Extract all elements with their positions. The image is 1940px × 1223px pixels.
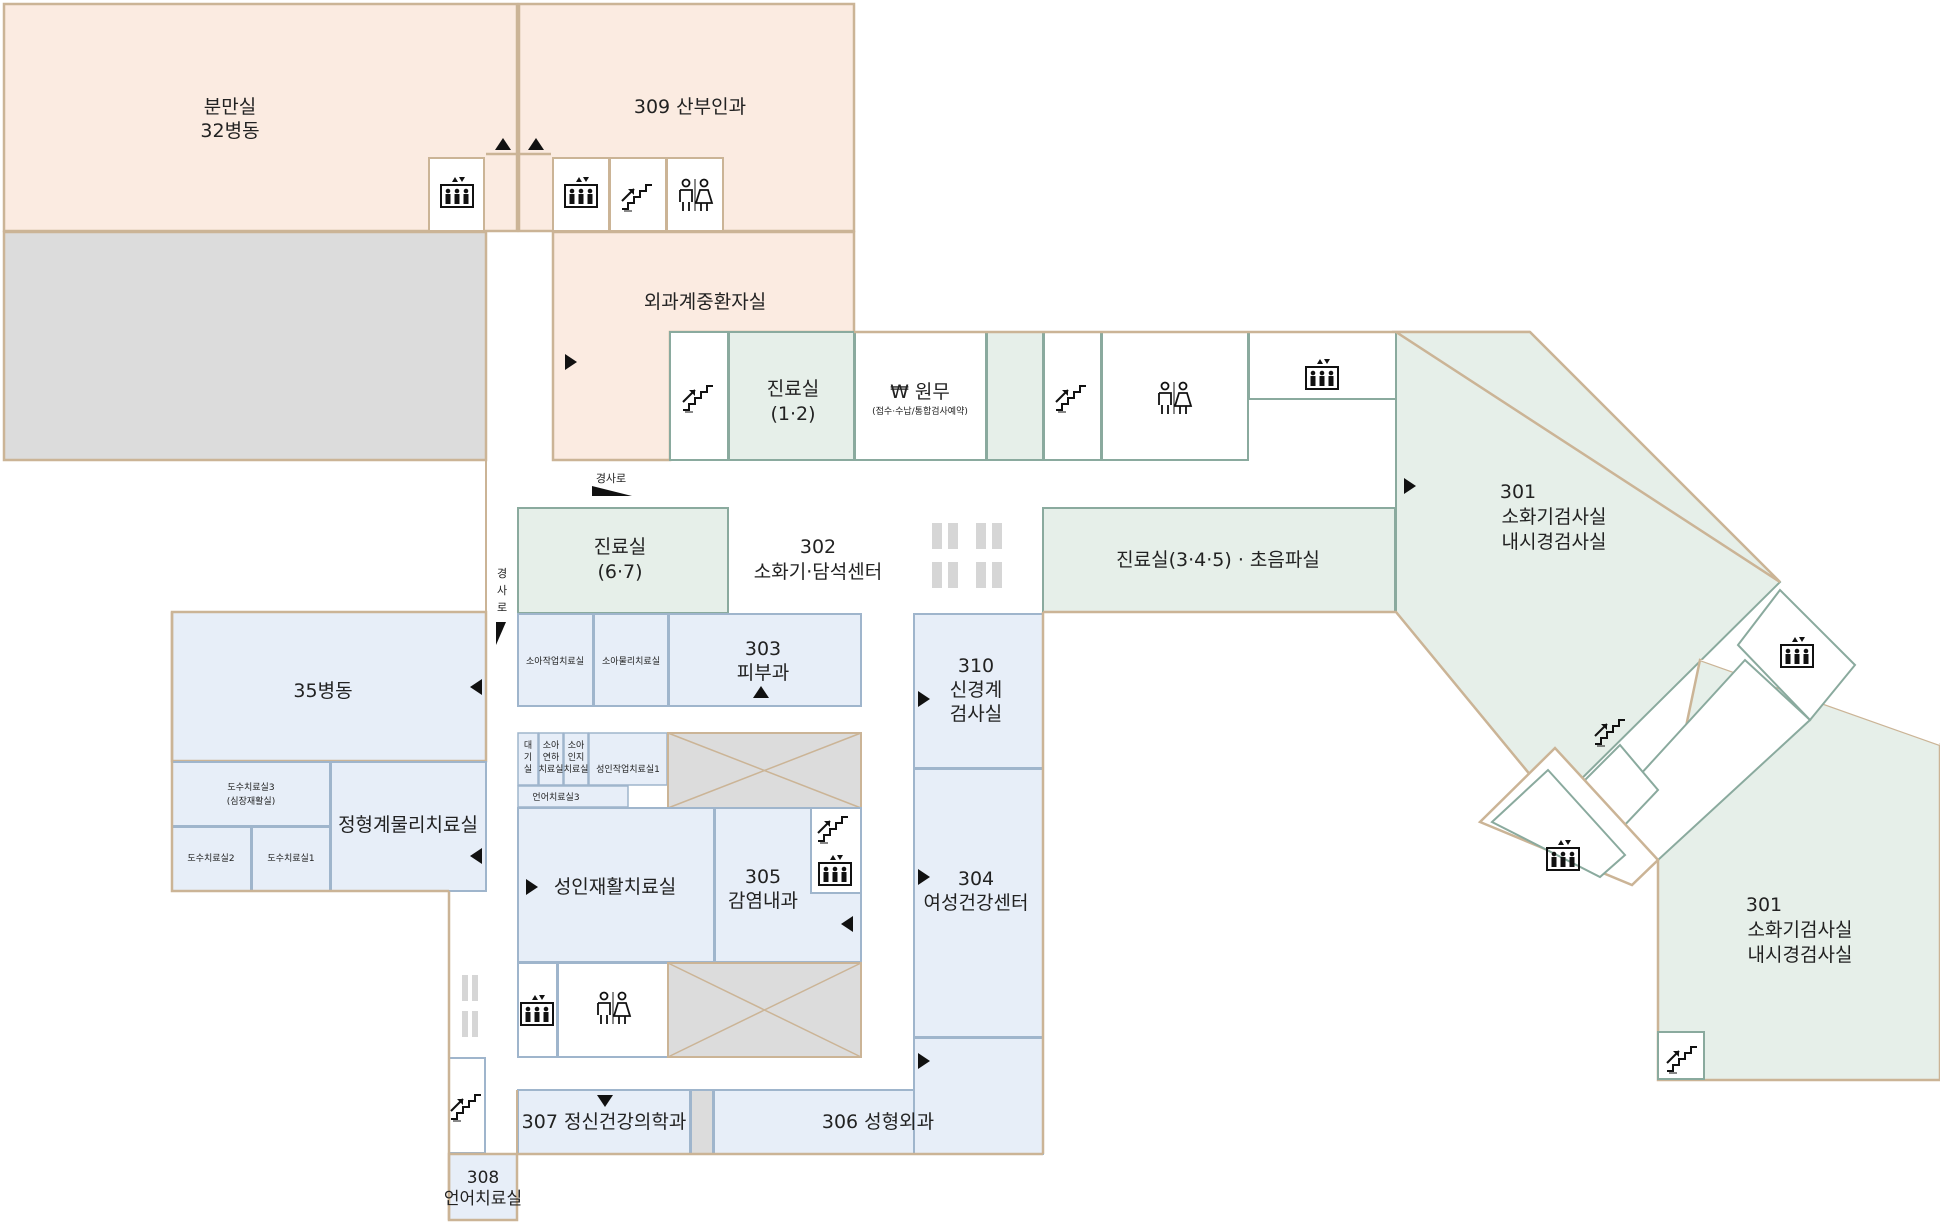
- women-num: 304: [958, 868, 994, 890]
- speech-308-label: 언어치료실: [444, 1189, 522, 1209]
- ramp-v-1: 경: [497, 567, 507, 580]
- neuro-num: 310: [958, 655, 994, 677]
- endo2-label: 소화기검사실: [1748, 919, 1853, 941]
- neuro-label: 신경계: [950, 679, 1002, 701]
- endo2-label2: 내시경검사실: [1748, 944, 1853, 966]
- waiting-1: 대: [524, 740, 532, 751]
- clinic-345-label: 진료실(3·4·5) · 초음파실: [1116, 549, 1320, 571]
- hydro2-label: 도수치료실2: [187, 852, 234, 864]
- women-label: 여성건강센터: [924, 892, 1029, 914]
- speech-peds-1: 소아: [543, 740, 560, 751]
- obgyn-label: 309 산부인과: [634, 96, 746, 118]
- speech-308-num: 308: [467, 1168, 499, 1188]
- speech3-label: 언어치료실3: [532, 791, 579, 803]
- adult-rehab-label: 성인재활치료실: [554, 876, 676, 898]
- orange-zone: [2, 2, 856, 462]
- ortho-pt-label: 정형계물리치료실: [338, 814, 478, 836]
- hydro3-sub: (심장재활실): [227, 795, 275, 807]
- endo1-num: 301: [1500, 481, 1536, 503]
- ramp-v-3: 로: [497, 601, 507, 614]
- clinic-12-label: 진료실: [767, 378, 819, 400]
- ramp-v-2: 사: [497, 584, 507, 597]
- endo1-label2: 내시경검사실: [1502, 531, 1607, 553]
- admin-sub: (접수·수납/통합검사예약): [872, 405, 968, 417]
- clinic-12-sub: (1·2): [770, 403, 815, 425]
- ramp-label: 경사로: [596, 472, 626, 485]
- crosswalk-icon: [462, 523, 1002, 1037]
- admin-label: ₩ 원무: [890, 381, 950, 403]
- waiting-3: 실: [524, 764, 532, 775]
- infect-label: 감염내과: [728, 890, 798, 912]
- gray-block: [2, 230, 488, 462]
- green-right-wing: [1042, 330, 1940, 1082]
- ward-32-label: 32병동: [200, 120, 259, 142]
- digestive-label: 소화기·담석센터: [754, 561, 882, 583]
- speech-peds-2: 연하: [543, 752, 560, 763]
- peds-pt-label: 소아물리치료실: [602, 655, 660, 667]
- digestive-num: 302: [800, 536, 836, 558]
- peds-ot-label: 소아작업치료실: [526, 655, 584, 667]
- hydro3-label: 도수치료실3: [227, 781, 274, 793]
- endo2-num: 301: [1746, 894, 1782, 916]
- infect-num: 305: [745, 866, 781, 888]
- clinic-67-room: [517, 507, 729, 614]
- neuro-label2: 검사실: [950, 703, 1002, 725]
- delivery-room-label: 분만실: [204, 96, 256, 118]
- hydro1-label: 도수치료실1: [267, 852, 314, 864]
- cog-peds-1: 소아: [568, 740, 585, 751]
- ward-35-label: 35병동: [293, 680, 352, 702]
- green-strip: [669, 330, 1530, 461]
- surgery-icu-label: 외과계중환자실: [644, 291, 766, 313]
- psych-label: 307 정신건강의학과: [522, 1111, 687, 1133]
- cog-peds-3: 치료실: [564, 763, 589, 775]
- clinic-67-sub: (6·7): [597, 561, 642, 583]
- speech-peds-3: 치료실: [539, 763, 564, 775]
- waiting-2: 기: [524, 752, 532, 763]
- clinic-67-label: 진료실: [594, 536, 646, 558]
- endo1-label: 소화기검사실: [1502, 506, 1607, 528]
- arrow-icon: [470, 138, 1416, 1107]
- derm-num: 303: [745, 638, 781, 660]
- derm-label: 피부과: [737, 662, 789, 684]
- cog-peds-2: 인지: [568, 752, 585, 763]
- adult-ot-label: 성인작업치료실1: [596, 763, 660, 775]
- ortho-label: 306 성형외과: [822, 1111, 934, 1133]
